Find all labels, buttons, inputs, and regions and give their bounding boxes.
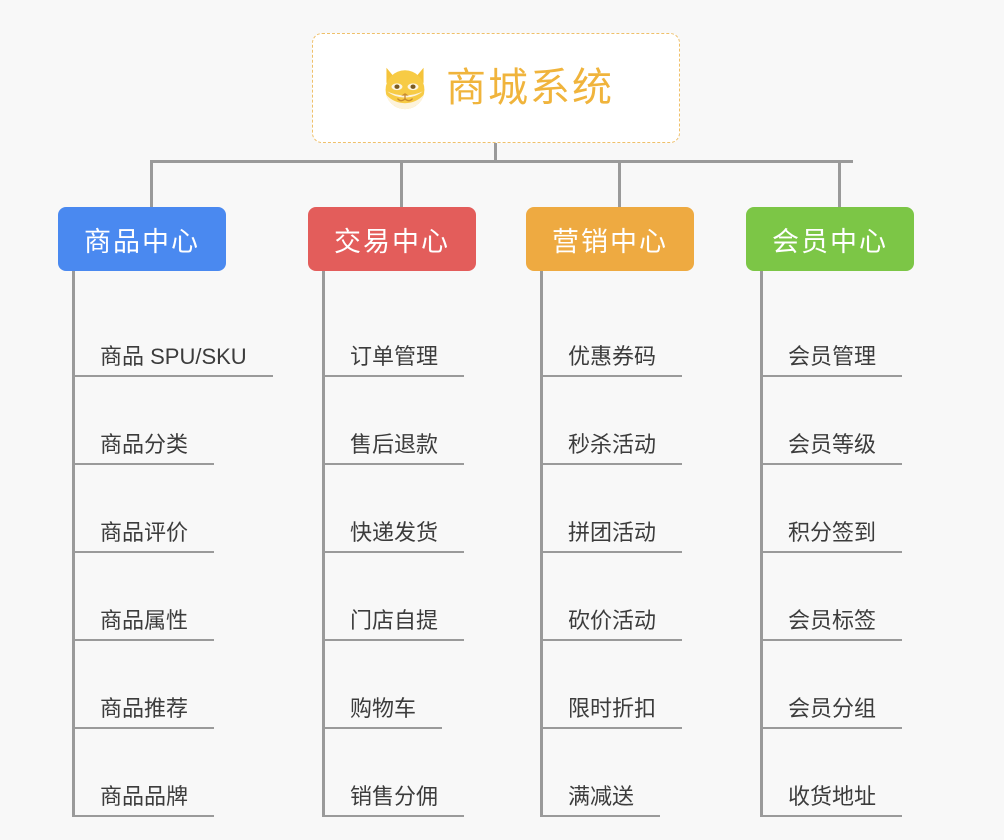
leaf-label: 售后退款 xyxy=(322,432,465,465)
leaf-item[interactable]: 商品分类 xyxy=(72,377,358,465)
leaf-list-product-center: 商品 SPU/SKU 商品分类 商品评价 商品属性 商品推荐 商品品牌 xyxy=(58,271,358,817)
root-node-shop-system[interactable]: 商城系统 xyxy=(312,33,680,143)
category-node-member-center[interactable]: 会员中心 xyxy=(746,207,914,271)
connector-drop-3 xyxy=(618,160,621,207)
leaf-spine xyxy=(540,271,543,817)
leaf-label: 秒杀活动 xyxy=(540,432,683,465)
branch-product-center: 商品中心 商品 SPU/SKU 商品分类 商品评价 商品属性 商品推荐 商品品牌 xyxy=(58,207,358,817)
leaf-item[interactable]: 会员标签 xyxy=(760,553,996,641)
leaf-label: 商品评价 xyxy=(72,520,215,553)
leaf-spine xyxy=(322,271,325,817)
leaf-spine xyxy=(760,271,763,817)
leaf-label: 商品分类 xyxy=(72,432,215,465)
leaf-label: 门店自提 xyxy=(322,608,465,641)
leaf-label: 会员等级 xyxy=(760,432,903,465)
leaf-item[interactable]: 会员分组 xyxy=(760,641,996,729)
leaf-label: 商品推荐 xyxy=(72,696,215,729)
leaf-item[interactable]: 积分签到 xyxy=(760,465,996,553)
leaf-label: 会员标签 xyxy=(760,608,903,641)
connector-drop-2 xyxy=(400,160,403,207)
leaf-item[interactable]: 售后退款 xyxy=(322,377,578,465)
shiba-dog-icon xyxy=(385,67,425,110)
leaf-item[interactable]: 秒杀活动 xyxy=(540,377,786,465)
leaf-label: 商品属性 xyxy=(72,608,215,641)
leaf-item[interactable]: 商品属性 xyxy=(72,553,358,641)
leaf-label: 满减送 xyxy=(540,784,661,817)
leaf-item[interactable]: 快递发货 xyxy=(322,465,578,553)
leaf-item[interactable]: 销售分佣 xyxy=(322,729,578,817)
leaf-item[interactable]: 购物车 xyxy=(322,641,578,729)
branch-trade-center: 交易中心 订单管理 售后退款 快递发货 门店自提 购物车 销售分佣 xyxy=(308,207,578,817)
leaf-label: 积分签到 xyxy=(760,520,903,553)
leaf-item[interactable]: 拼团活动 xyxy=(540,465,786,553)
branch-member-center: 会员中心 会员管理 会员等级 积分签到 会员标签 会员分组 收货地址 xyxy=(746,207,996,817)
leaf-list-member-center: 会员管理 会员等级 积分签到 会员标签 会员分组 收货地址 xyxy=(746,271,996,817)
leaf-label: 购物车 xyxy=(322,696,443,729)
connector-drop-4 xyxy=(838,160,841,207)
leaf-label: 快递发货 xyxy=(322,520,465,553)
leaf-spine xyxy=(72,271,75,817)
leaf-label: 拼团活动 xyxy=(540,520,683,553)
leaf-label: 商品品牌 xyxy=(72,784,215,817)
category-node-product-center[interactable]: 商品中心 xyxy=(58,207,226,271)
leaf-label: 会员管理 xyxy=(760,344,903,377)
leaf-item[interactable]: 订单管理 xyxy=(322,289,578,377)
leaf-item[interactable]: 满减送 xyxy=(540,729,786,817)
category-node-marketing-center[interactable]: 营销中心 xyxy=(526,207,694,271)
leaf-item[interactable]: 优惠券码 xyxy=(540,289,786,377)
leaf-item[interactable]: 会员等级 xyxy=(760,377,996,465)
leaf-list-marketing-center: 优惠券码 秒杀活动 拼团活动 砍价活动 限时折扣 满减送 xyxy=(526,271,786,817)
connector-root-stem xyxy=(494,143,497,162)
category-node-trade-center[interactable]: 交易中心 xyxy=(308,207,476,271)
connector-drop-1 xyxy=(150,160,153,207)
leaf-label: 优惠券码 xyxy=(540,344,683,377)
leaf-item[interactable]: 砍价活动 xyxy=(540,553,786,641)
leaf-item[interactable]: 商品 SPU/SKU xyxy=(72,289,358,377)
leaf-item[interactable]: 商品品牌 xyxy=(72,729,358,817)
leaf-item[interactable]: 限时折扣 xyxy=(540,641,786,729)
leaf-label: 商品 SPU/SKU xyxy=(72,344,273,377)
leaf-label: 收货地址 xyxy=(760,784,903,817)
leaf-label: 限时折扣 xyxy=(540,696,683,729)
leaf-label: 会员分组 xyxy=(760,696,903,729)
leaf-item[interactable]: 收货地址 xyxy=(760,729,996,817)
root-node-label: 商城系统 xyxy=(446,66,614,110)
branch-marketing-center: 营销中心 优惠券码 秒杀活动 拼团活动 砍价活动 限时折扣 满减送 xyxy=(526,207,786,817)
leaf-label: 销售分佣 xyxy=(322,784,465,817)
connector-horizontal-bus xyxy=(150,160,853,163)
leaf-label: 砍价活动 xyxy=(540,608,683,641)
leaf-item[interactable]: 商品评价 xyxy=(72,465,358,553)
leaf-item[interactable]: 会员管理 xyxy=(760,289,996,377)
leaf-item[interactable]: 商品推荐 xyxy=(72,641,358,729)
leaf-item[interactable]: 门店自提 xyxy=(322,553,578,641)
leaf-list-trade-center: 订单管理 售后退款 快递发货 门店自提 购物车 销售分佣 xyxy=(308,271,578,817)
leaf-label: 订单管理 xyxy=(322,344,465,377)
